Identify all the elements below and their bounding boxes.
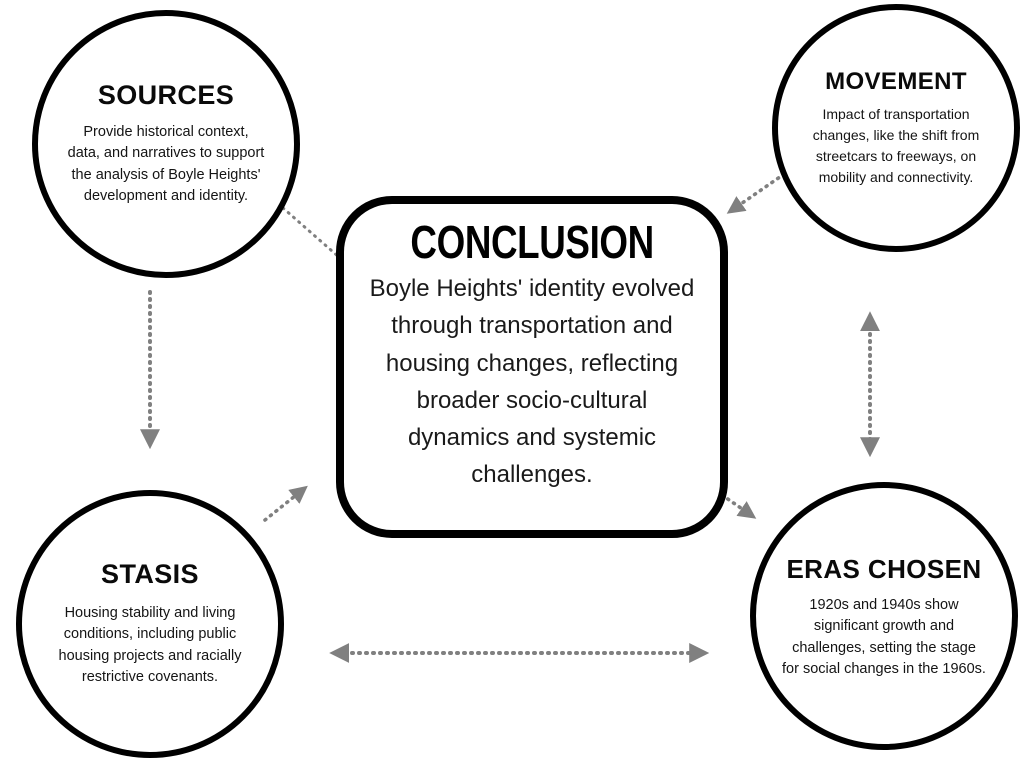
node-conclusion[interactable]: CONCLUSION Boyle Heights' identity evolv… <box>336 196 728 538</box>
connector-stasis-to-conclusion <box>263 485 308 522</box>
node-sources-body: Provide historical context, data, and na… <box>67 124 265 205</box>
node-eras-chosen-body: 1920s and 1940s show significant growth … <box>782 596 986 678</box>
conclusion-body: Boyle Heights' identity evolved through … <box>369 275 695 489</box>
node-movement-title: MOVEMENT <box>825 67 967 95</box>
node-stasis-title: STASIS <box>101 559 199 590</box>
node-movement[interactable]: MOVEMENT Impact of transportation change… <box>772 4 1020 252</box>
conclusion-title: CONCLUSION <box>410 216 654 268</box>
node-eras-chosen-title: ERAS CHOSEN <box>786 554 982 585</box>
connector-conclusion-to-eras <box>720 493 757 519</box>
node-movement-body: Impact of transportation changes, like t… <box>812 106 980 186</box>
node-sources[interactable]: SOURCES Provide historical context, data… <box>32 10 300 278</box>
connector-sources-to-conclusion <box>281 206 342 260</box>
node-eras-chosen[interactable]: ERAS CHOSEN 1920s and 1940s show signifi… <box>750 482 1018 750</box>
node-stasis-body: Housing stability and living conditions,… <box>58 605 242 686</box>
node-sources-title: SOURCES <box>97 80 235 111</box>
node-stasis[interactable]: STASIS Housing stability and living cond… <box>16 490 284 758</box>
connector-movement-to-conclusion <box>726 168 792 214</box>
